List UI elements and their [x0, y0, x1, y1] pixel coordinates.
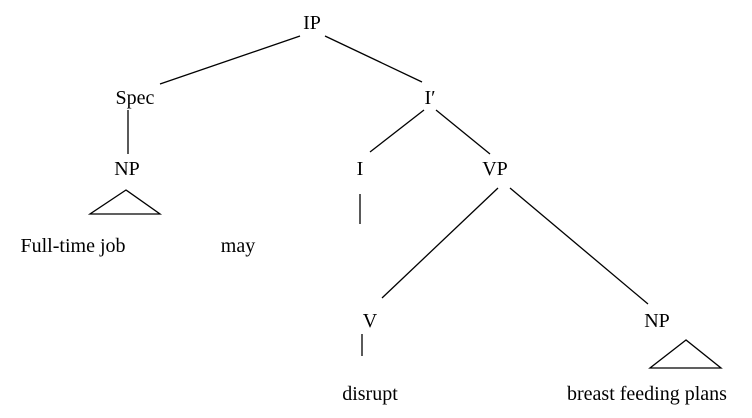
triangle-np-subject: [87, 189, 163, 215]
triangle-np-object: [648, 339, 723, 369]
node-vp: VP: [482, 158, 508, 180]
edge-ip-spec: [159, 35, 301, 85]
node-np-subject: NP: [114, 158, 140, 180]
edge-vp-v: [381, 187, 499, 299]
node-ip: IP: [303, 12, 321, 34]
node-v: V: [363, 310, 378, 332]
node-np-object: NP: [644, 310, 670, 332]
edge-ibar-vp: [435, 109, 491, 155]
leaf-object: breast feeding plans: [567, 383, 727, 405]
node-i-bar: I′: [424, 87, 435, 109]
node-spec: Spec: [116, 87, 155, 109]
node-i: I: [357, 158, 364, 180]
leaf-subject: Full-time job: [21, 235, 126, 257]
edge-ibar-i: [369, 109, 425, 153]
leaf-verb: disrupt: [342, 383, 398, 405]
leaf-aux: may: [221, 235, 255, 257]
edge-vp-np: [509, 187, 649, 305]
edge-ip-ibar: [324, 35, 423, 83]
